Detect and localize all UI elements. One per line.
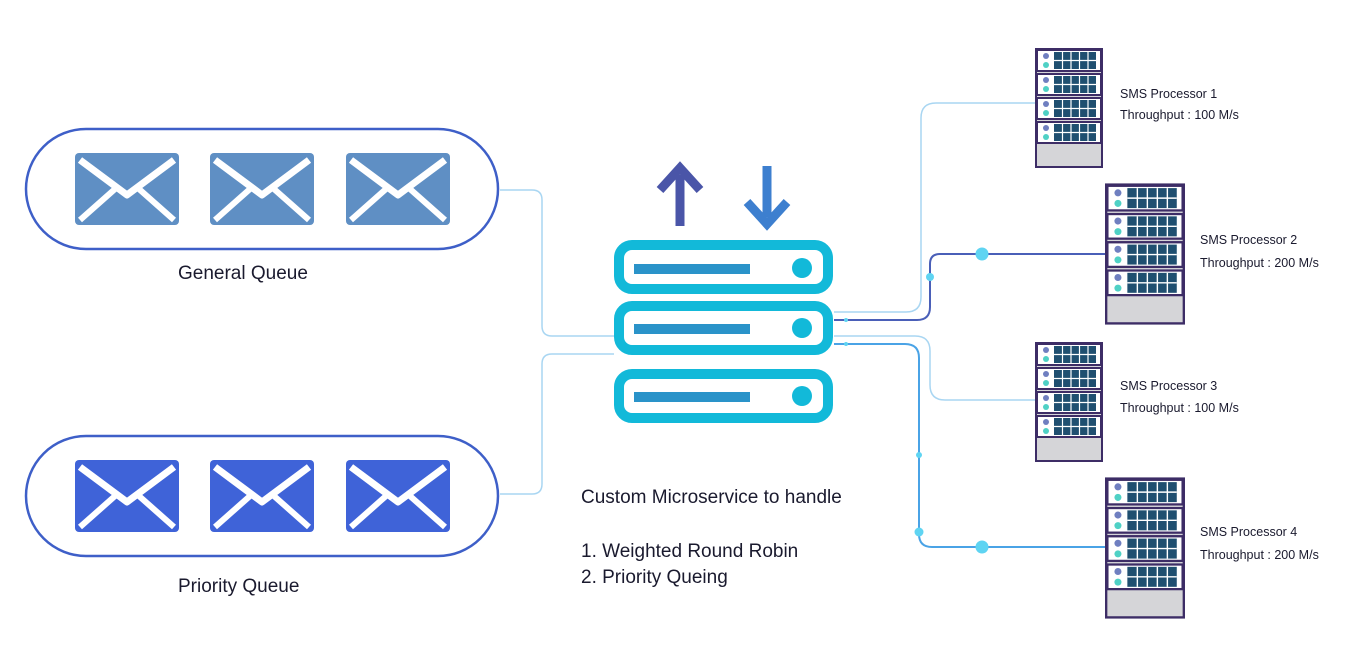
microservice-server-icon	[614, 240, 833, 423]
envelope-icon	[75, 460, 179, 532]
server-icon	[1106, 479, 1184, 618]
general-queue	[24, 127, 500, 251]
envelope-icon	[75, 153, 179, 225]
arrow-down-icon	[743, 166, 791, 231]
envelope-icon	[346, 153, 450, 225]
junction-dot	[975, 247, 989, 261]
general-queue-label: General Queue	[178, 263, 308, 284]
general-queue-connector	[500, 189, 614, 337]
connector-lines	[500, 102, 1105, 554]
junction-dot	[916, 452, 922, 458]
junction-dot	[975, 540, 989, 554]
service-description: Custom Microservice to handle	[581, 487, 842, 508]
priority-queue	[24, 434, 500, 558]
link-processor-3	[834, 335, 1035, 401]
arrow-up-icon	[656, 161, 704, 226]
envelope-icon	[346, 460, 450, 532]
processor-4-name: SMS Processor 4	[1200, 525, 1298, 539]
junction-dot	[926, 273, 934, 281]
envelope-icon	[210, 460, 314, 532]
link-processor-4	[834, 343, 1105, 548]
server-icon	[1106, 185, 1184, 324]
junction-dot	[914, 527, 924, 537]
server-icon	[1036, 343, 1102, 461]
processor-1-name: SMS Processor 1	[1120, 87, 1218, 101]
processor-1-throughput: Throughput : 100 M/s	[1120, 108, 1239, 122]
server-icon	[1036, 49, 1102, 167]
processor-2-name: SMS Processor 2	[1200, 233, 1298, 247]
processor-3-name: SMS Processor 3	[1120, 379, 1218, 393]
priority-queue-connector	[500, 353, 614, 495]
feature-item: 1. Weighted Round Robin	[581, 541, 799, 562]
priority-queue-label: Priority Queue	[178, 576, 300, 597]
junction-dot	[844, 342, 848, 346]
feature-item: 2. Priority Queing	[581, 567, 728, 588]
processor-3-throughput: Throughput : 100 M/s	[1120, 401, 1239, 415]
envelope-icon	[210, 153, 314, 225]
processor-4-throughput: Throughput : 200 M/s	[1200, 548, 1319, 562]
link-processor-2	[834, 253, 1105, 321]
processor-2-throughput: Throughput : 200 M/s	[1200, 256, 1319, 270]
link-processor-1	[834, 102, 1035, 313]
junction-dot	[844, 318, 848, 322]
